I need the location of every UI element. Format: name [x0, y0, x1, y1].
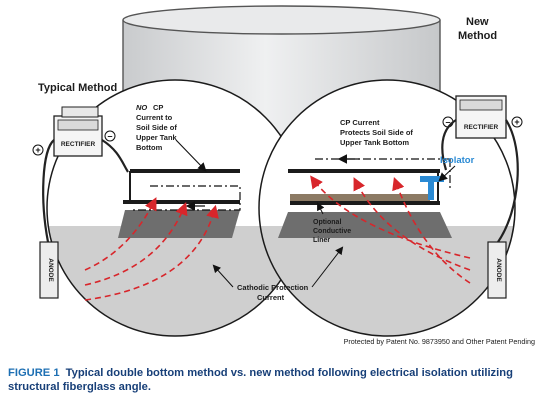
svg-text:+: + [35, 145, 40, 155]
svg-text:Cathodic Protection: Cathodic Protection [237, 283, 309, 292]
left-anode: ANODE [39, 241, 59, 299]
figure-number: FIGURE 1 [8, 367, 60, 379]
left-rectifier: RECTIFIER [53, 106, 103, 157]
svg-text:Upper Tank: Upper Tank [136, 133, 178, 142]
left-panel-title: Typical Method [38, 82, 117, 94]
isolator-label: Isolator [440, 155, 475, 166]
svg-text:–: – [445, 117, 450, 127]
svg-text:Liner: Liner [313, 237, 330, 244]
svg-text:CP Current: CP Current [340, 118, 380, 127]
right-anode-label: ANODE [495, 258, 502, 282]
svg-text:NO: NO [136, 103, 147, 112]
caption-text: Typical double bottom method vs. new met… [8, 367, 513, 393]
liner-label: Optional Conductive Liner [313, 219, 351, 244]
cables [42, 119, 519, 243]
svg-text:New: New [466, 16, 489, 28]
svg-text:Conductive: Conductive [313, 228, 351, 235]
svg-text:Upper Tank Bottom: Upper Tank Bottom [340, 138, 409, 147]
right-rectifier-label: RECTIFIER [464, 124, 499, 131]
cp-current-arrows [84, 175, 471, 301]
svg-text:+: + [514, 117, 519, 127]
isolator-angle [420, 176, 444, 200]
svg-text:Optional: Optional [313, 219, 341, 226]
left-note-line-1: CP [153, 103, 163, 112]
svg-text:Protects Soil Side of: Protects Soil Side of [340, 128, 413, 137]
polarity-symbols: + + – – [32, 116, 523, 156]
svg-text:Current to: Current to [136, 113, 173, 122]
cathodic-protection-diagram: RECTIFIER RECTIFIER + + – – ANODE ANODE … [32, 5, 535, 346]
svg-text:Soil Side of: Soil Side of [136, 123, 177, 132]
right-anode: ANODE [487, 241, 507, 299]
patent-note: Protected by Patent No. 9873950 and Othe… [344, 337, 535, 346]
right-rectifier: RECTIFIER [455, 95, 507, 139]
right-panel-title: New Method [458, 16, 497, 42]
left-rectifier-label: RECTIFIER [61, 141, 96, 148]
svg-text:–: – [107, 131, 112, 141]
svg-text:Current: Current [257, 293, 285, 302]
svg-text:Bottom: Bottom [136, 143, 163, 152]
right-note: CP Current Protects Soil Side of Upper T… [340, 118, 413, 147]
cp-current-label: Cathodic Protection Current [237, 283, 309, 302]
svg-text:Method: Method [458, 30, 497, 42]
left-note: NO CP Current to Soil Side of Upper Tank… [136, 103, 178, 152]
left-anode-label: ANODE [47, 258, 54, 282]
